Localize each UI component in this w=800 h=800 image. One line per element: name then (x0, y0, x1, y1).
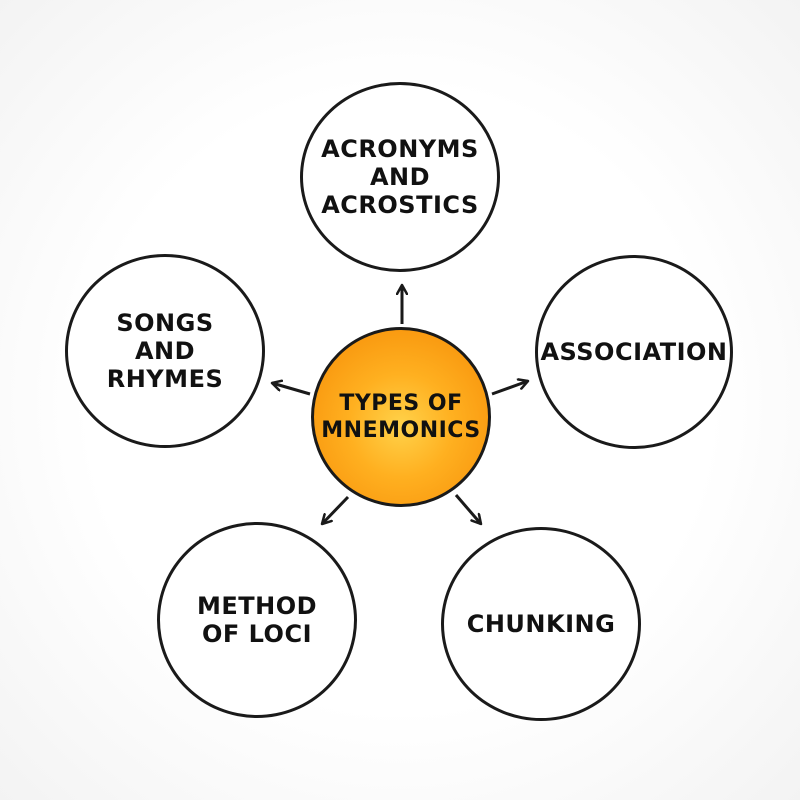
node-chunking: CHUNKING (441, 527, 641, 721)
node-label-association: ASSOCIATION (540, 337, 728, 366)
arrow-to-association (491, 381, 528, 396)
node-label-songs: SONGS AND RHYMES (106, 308, 224, 394)
arrow-to-chunking (454, 494, 481, 524)
center-label: TYPES OF MNEMONICS (321, 390, 481, 444)
arrow-to-loci (322, 495, 350, 524)
node-acronyms-and-acrostics: ACRONYMS AND ACROSTICS (300, 82, 500, 272)
node-label-loci: METHOD OF LOCI (196, 591, 318, 648)
arrow-to-songs (272, 383, 311, 396)
node-songs-and-rhymes: SONGS AND RHYMES (65, 254, 265, 448)
node-association: ASSOCIATION (535, 255, 733, 449)
node-label-acronyms: ACRONYMS AND ACROSTICS (321, 134, 479, 220)
node-method-of-loci: METHOD OF LOCI (157, 522, 357, 718)
node-label-chunking: CHUNKING (466, 609, 616, 638)
center-node-types-of-mnemonics: TYPES OF MNEMONICS (311, 327, 491, 507)
